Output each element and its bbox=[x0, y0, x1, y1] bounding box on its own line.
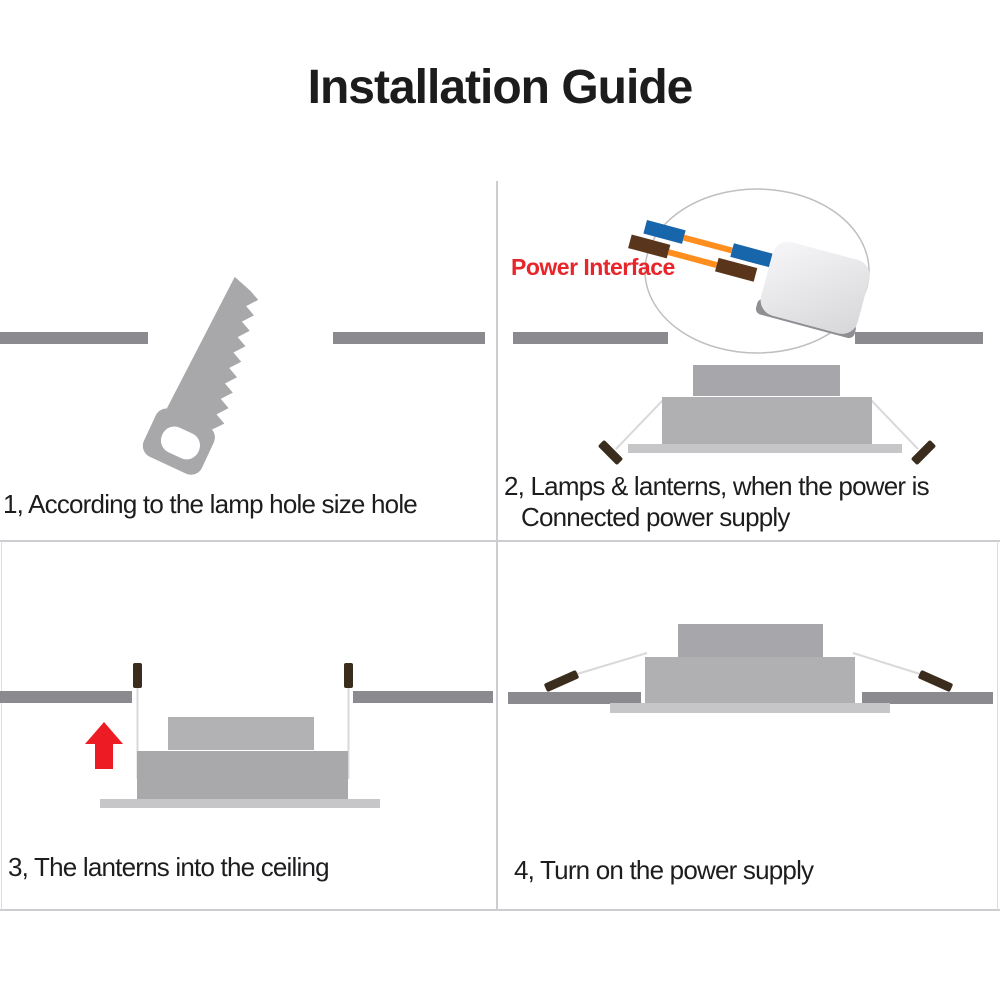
panel-3-illustration bbox=[0, 663, 493, 808]
step2-caption-line2: Connected power supply bbox=[521, 502, 790, 532]
step3-caption: 3, The lanterns into the ceiling bbox=[8, 852, 330, 882]
divider-bottom bbox=[0, 909, 1000, 911]
lamp-trim bbox=[628, 444, 902, 453]
step4-caption: 4, Turn on the power supply bbox=[514, 855, 814, 885]
power-connector-icon bbox=[760, 241, 870, 334]
lamp-driver bbox=[168, 717, 314, 750]
spring-clip-left-tip bbox=[544, 670, 579, 692]
divider-horizontal bbox=[0, 540, 1000, 542]
edge-left bbox=[1, 541, 2, 910]
lamp-body bbox=[662, 397, 872, 444]
ceiling-bar-left bbox=[513, 332, 668, 344]
wire-blue-outer bbox=[643, 220, 686, 244]
saw-blade bbox=[165, 276, 259, 430]
panel-2-illustration bbox=[513, 188, 983, 465]
step1-caption: 1, According to the lamp hole size hole bbox=[3, 489, 418, 519]
ceiling-bar-right bbox=[333, 332, 485, 344]
page-title: Installation Guide bbox=[307, 61, 694, 114]
up-arrow-icon bbox=[85, 722, 123, 769]
spring-clip-right-tip bbox=[911, 440, 936, 465]
panel-4-illustration bbox=[508, 624, 993, 713]
spring-clip-right bbox=[852, 652, 921, 675]
spring-clip-left bbox=[615, 399, 664, 450]
spring-clip-right-tip bbox=[918, 670, 953, 692]
ceiling-bar-right bbox=[353, 691, 493, 703]
lamp-body bbox=[645, 657, 855, 703]
divider-vertical bbox=[496, 181, 498, 910]
edge-right bbox=[997, 541, 998, 910]
ceiling-bar-right bbox=[862, 692, 993, 704]
spring-clip-right bbox=[870, 399, 919, 450]
saw-handle-hole bbox=[160, 426, 201, 460]
spring-clip-left-tip bbox=[133, 663, 142, 688]
wire-orange-top bbox=[682, 234, 733, 254]
ceiling-bar-left bbox=[508, 692, 641, 704]
lamp-trim bbox=[100, 799, 380, 808]
saw-icon bbox=[142, 276, 259, 475]
wire-orange-bottom bbox=[667, 249, 718, 268]
wire-brown-inner bbox=[715, 257, 758, 282]
wire-brown-outer bbox=[628, 234, 671, 259]
ceiling-bar-left bbox=[0, 691, 132, 703]
spring-clip-left-tip bbox=[598, 440, 623, 465]
panel-1-illustration bbox=[0, 276, 485, 475]
ceiling-bar-right bbox=[855, 332, 983, 344]
lamp-body bbox=[137, 751, 348, 799]
power-wires bbox=[628, 220, 870, 339]
step2-caption: 2, Lamps & lanterns, when the power is C… bbox=[504, 471, 930, 533]
power-interface-label: Power Interface bbox=[511, 254, 675, 280]
spring-clip-right-tip bbox=[344, 663, 353, 688]
step2-caption-line1: 2, Lamps & lanterns, when the power is bbox=[504, 471, 930, 501]
spring-clip-left bbox=[576, 652, 648, 675]
lamp-trim bbox=[610, 703, 890, 713]
lamp-driver bbox=[678, 624, 823, 657]
ceiling-bar-left bbox=[0, 332, 148, 344]
wire-blue-inner bbox=[730, 243, 773, 268]
lamp-driver bbox=[693, 365, 840, 396]
